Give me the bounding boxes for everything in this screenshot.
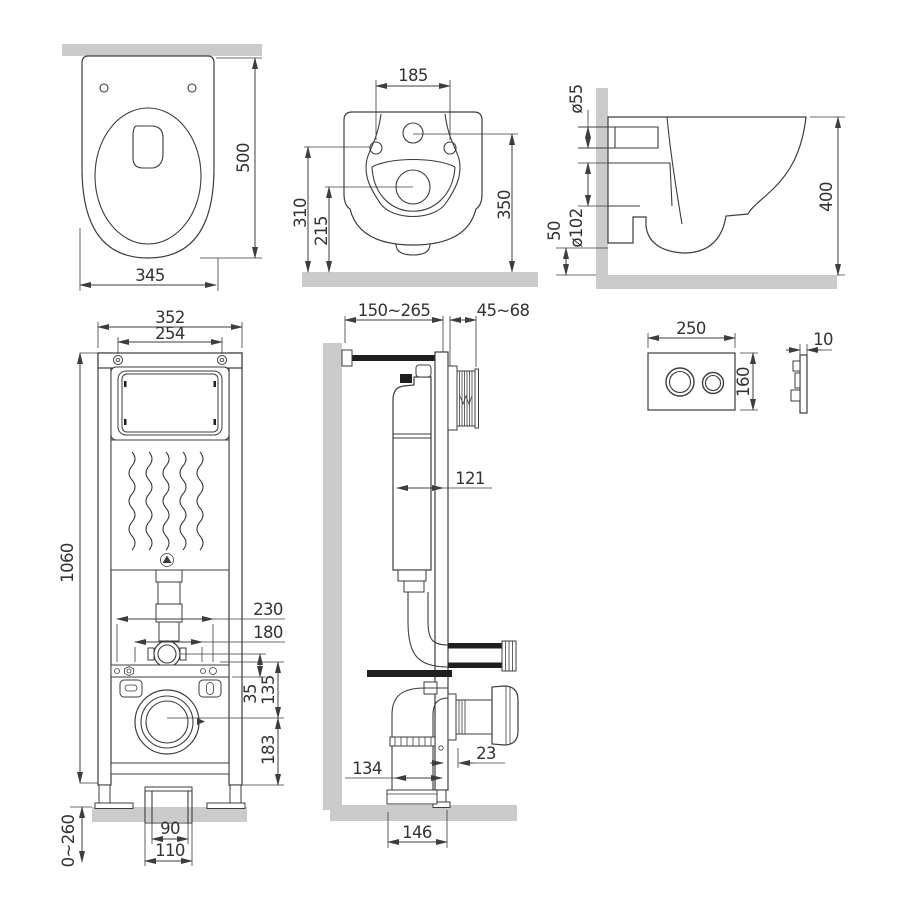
flush-pipe-side	[407, 592, 517, 672]
dim-o55-label: ø55	[567, 84, 586, 113]
frame-rail-left	[97, 352, 112, 786]
wall-section	[596, 88, 608, 276]
dim-10-label: 10	[813, 330, 833, 349]
dim-110-label: 110	[155, 841, 185, 860]
mount-hole-left	[369, 141, 383, 155]
mounting-bracket	[110, 664, 230, 678]
adjustable-feet	[94, 784, 246, 809]
water-inlet-hole	[402, 122, 424, 144]
dim-90-label: 90	[160, 819, 180, 838]
rail-foot	[436, 789, 447, 804]
dim-352-label: 352	[155, 308, 185, 327]
dim-183-label: 183	[259, 735, 278, 765]
dim-160-label: 160	[734, 367, 753, 397]
flush-plate-view: 250 160 10	[647, 319, 834, 414]
tank-mount-outline	[365, 113, 461, 218]
access-window	[121, 373, 219, 433]
dim-1060-label: 1060	[58, 543, 77, 583]
dim-310-label: 310	[291, 198, 310, 228]
dim-350-label: 350	[495, 190, 514, 220]
hanger-bolt-right	[217, 355, 227, 365]
seat-bolt-hole-right	[187, 83, 197, 93]
frame-rail-right	[228, 352, 243, 786]
seat-bolt-hole-left	[99, 83, 109, 93]
floor-drain-stub	[144, 786, 193, 824]
dim-250-label: 250	[676, 319, 706, 338]
dim-135-label: 135	[259, 675, 278, 705]
bowl-interior-curve	[371, 166, 456, 212]
stud-plate-right	[198, 679, 222, 698]
flush-pipe-interior	[578, 126, 659, 149]
drain-socket	[134, 689, 205, 755]
hanger-bolt-left	[113, 355, 123, 365]
wall-section	[62, 44, 262, 56]
frame-front-view: 352 254 1060 230 180 35 135 183 0~260 90…	[58, 308, 285, 867]
flush-plate-sleeve	[447, 365, 479, 431]
rail-foot-plate	[432, 801, 451, 808]
seat-ring-outline	[94, 107, 202, 245]
insulation-waves	[128, 451, 204, 551]
floor-section	[596, 275, 837, 289]
anchor-rod-plug	[341, 349, 353, 367]
dim-215-label: 215	[312, 216, 331, 246]
flush-pipe	[155, 569, 183, 642]
dim-23-label: 23	[476, 744, 496, 763]
wall-anchor-rod	[345, 355, 435, 361]
dim-134-label: 134	[352, 759, 382, 778]
bowl-opening-outline	[132, 125, 164, 169]
dim-345-label: 345	[135, 266, 165, 285]
flush-plate	[647, 352, 736, 411]
dim-254-label: 254	[155, 324, 185, 343]
dim-150-265-label: 150~265	[358, 301, 431, 320]
cistern-side	[392, 364, 432, 593]
flush-stub-outline	[395, 243, 431, 256]
dim-o102-label: ø102	[567, 208, 586, 247]
drain-connector	[447, 685, 519, 746]
toilet-top-view: 500 345	[62, 44, 262, 291]
floor-section	[330, 805, 517, 821]
stud-plate-left	[119, 679, 143, 698]
cistern-box	[110, 439, 230, 571]
wall-section	[323, 343, 342, 810]
bowl-rim-curve	[371, 158, 456, 168]
dim-146-label: 146	[402, 823, 432, 842]
toilet-side-view: ø55 ø102 50 400	[545, 84, 845, 289]
frame-rail	[434, 351, 449, 791]
dim-35-label: 35	[241, 684, 260, 704]
dim-121-label: 121	[455, 469, 485, 488]
dim-230-label: 230	[253, 600, 283, 619]
drain-pipe-interior	[608, 162, 673, 207]
dim-50-label: 50	[545, 221, 564, 241]
rail-hole	[438, 745, 444, 751]
mount-hole-right	[443, 141, 457, 155]
drain-elbow-side	[386, 687, 449, 805]
dim-500-label: 500	[234, 143, 253, 173]
flush-button-large	[665, 367, 695, 397]
flush-plate-side-profile	[790, 354, 808, 414]
frame-bottom-crossbar	[110, 762, 230, 775]
floor-section	[92, 807, 247, 822]
toilet-rear-outline	[343, 111, 483, 246]
toilet-body-outline	[81, 55, 215, 259]
dim-45-68-label: 45~68	[477, 301, 530, 320]
frame-side-view: 150~265 45~68 121 23 134 146	[323, 301, 530, 848]
dim-0-260-label: 0~260	[59, 814, 78, 867]
flush-button-small	[701, 371, 725, 395]
support-bar-section	[367, 670, 452, 677]
dim-185-label: 185	[398, 66, 428, 85]
dim-400-label: 400	[817, 182, 836, 212]
dim-180-label: 180	[253, 623, 283, 642]
floor-section	[302, 272, 538, 287]
toilet-rear-view: 185 310 215 350	[291, 66, 538, 287]
recycle-icon	[160, 553, 174, 567]
toilet-side-profile	[607, 116, 807, 254]
bowl-interior-line	[666, 116, 683, 225]
